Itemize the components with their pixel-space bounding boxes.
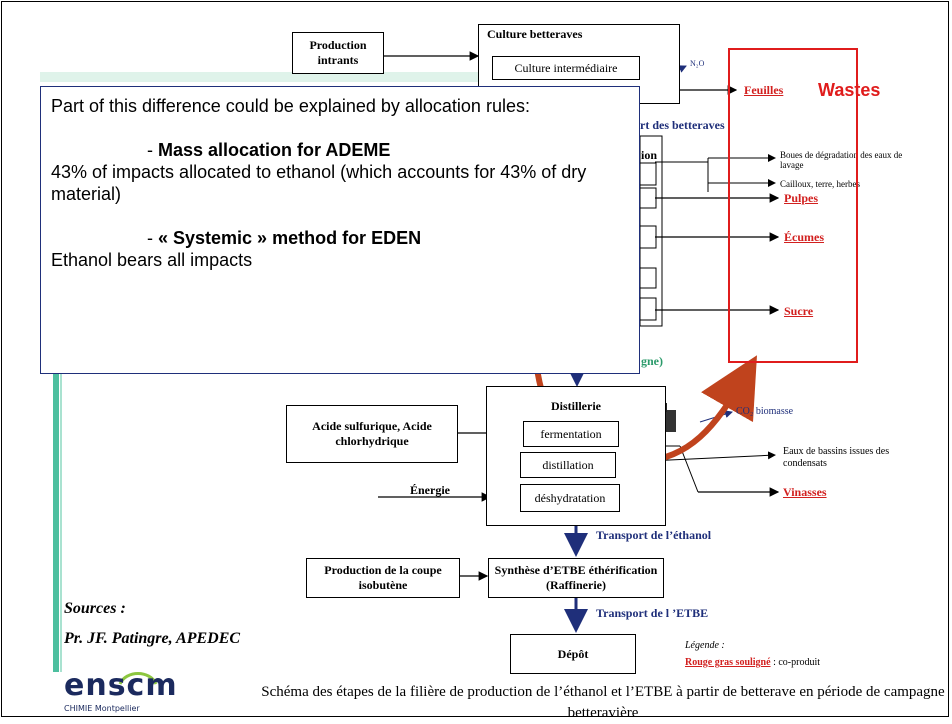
- legend-title: Légende :: [685, 640, 725, 651]
- transport-etbe-label: Transport de l ’ETBE: [596, 606, 709, 620]
- deshydratation-box: déshydratation: [520, 484, 620, 512]
- logo-name: enscm: [64, 668, 178, 703]
- pulpes-label: Pulpes: [784, 191, 819, 205]
- distillerie-title: Distillerie: [551, 399, 601, 413]
- n2o-label: N₂O: [690, 59, 705, 68]
- sources-author: Pr. JF. Patingre, APEDEC: [64, 630, 241, 647]
- allocation-text-box: Part of this difference could be explain…: [40, 86, 640, 374]
- energie-label: Énergie: [410, 483, 450, 497]
- sucre-label: Sucre: [784, 304, 814, 318]
- diagram-caption: Schéma des étapes de la filière de produ…: [261, 684, 945, 721]
- depot-box: Dépôt: [510, 634, 636, 674]
- legend-key: Rouge gras souligné: [685, 657, 771, 668]
- overlay-intro: Part of this difference could be explain…: [51, 96, 530, 116]
- top-accent-strip: [40, 72, 640, 82]
- boues-label: Boues de dégradation des eaux de lavage: [780, 150, 903, 170]
- transport-betteraves-fragment: rt des betteraves: [640, 118, 725, 132]
- co2-label: CO₂ biomasse: [736, 406, 794, 417]
- sucrerie-fragment: ion: [641, 148, 658, 162]
- fermentation-box: fermentation: [523, 421, 619, 447]
- production-intrants-box: Production intrants: [292, 32, 384, 74]
- left-accent-bar: [53, 372, 59, 672]
- systemic-heading: - « Systemic » method for EDEN: [51, 227, 629, 249]
- synthese-etbe-box: Synthèse d’ETBE éthérification (Raffiner…: [488, 558, 664, 598]
- sources-label: Sources :: [64, 600, 126, 617]
- left-accent-bar-light: [60, 372, 62, 672]
- systemic-prefix: -: [147, 228, 158, 248]
- mass-allocation-heading: - Mass allocation for ADEME: [51, 139, 629, 161]
- mass-allocation-text: 43% of impacts allocated to ethanol (whi…: [51, 162, 587, 204]
- vinasses-label: Vinasses: [783, 485, 827, 499]
- wastes-label: Wastes: [818, 80, 881, 100]
- distillation-box: distillation: [520, 452, 616, 478]
- eaux-bassins-label: Eaux de bassins issues des condensats: [783, 446, 890, 469]
- transport-ethanol-label: Transport de l’éthanol: [596, 528, 712, 542]
- logo-subtitle: CHIMIE Montpellier: [64, 704, 140, 713]
- campagne-fragment: gne): [641, 354, 663, 368]
- systemic-text: Ethanol bears all impacts: [51, 250, 253, 270]
- sources-block: Sources : Pr. JF. Patingre, APEDEC: [64, 594, 240, 654]
- wastes-highlight-box: [728, 48, 858, 363]
- legend-text: : co-produit: [770, 657, 820, 668]
- culture-title: Culture betteraves: [487, 27, 583, 41]
- production-coupe-box: Production de la coupe isobutène: [306, 558, 460, 598]
- logo-swoosh-icon: [118, 672, 158, 685]
- acide-box: Acide sulfurique, Acide chlorhydrique: [286, 405, 458, 463]
- culture-intermediaire-box: Culture intermédiaire: [492, 56, 640, 80]
- systemic-title: « Systemic » method for EDEN: [158, 228, 422, 248]
- enscm-logo: enscm CHIMIE Montpellier: [62, 668, 202, 718]
- feuilles-label: Feuilles: [744, 83, 784, 97]
- mass-title: Mass allocation for ADEME: [158, 140, 391, 160]
- cailloux-label: Cailloux, terre, herbes: [780, 179, 860, 189]
- legend-line: Rouge gras souligné : co-produit: [685, 657, 820, 668]
- ecumes-label: Écumes: [784, 230, 824, 244]
- mass-prefix: -: [147, 140, 158, 160]
